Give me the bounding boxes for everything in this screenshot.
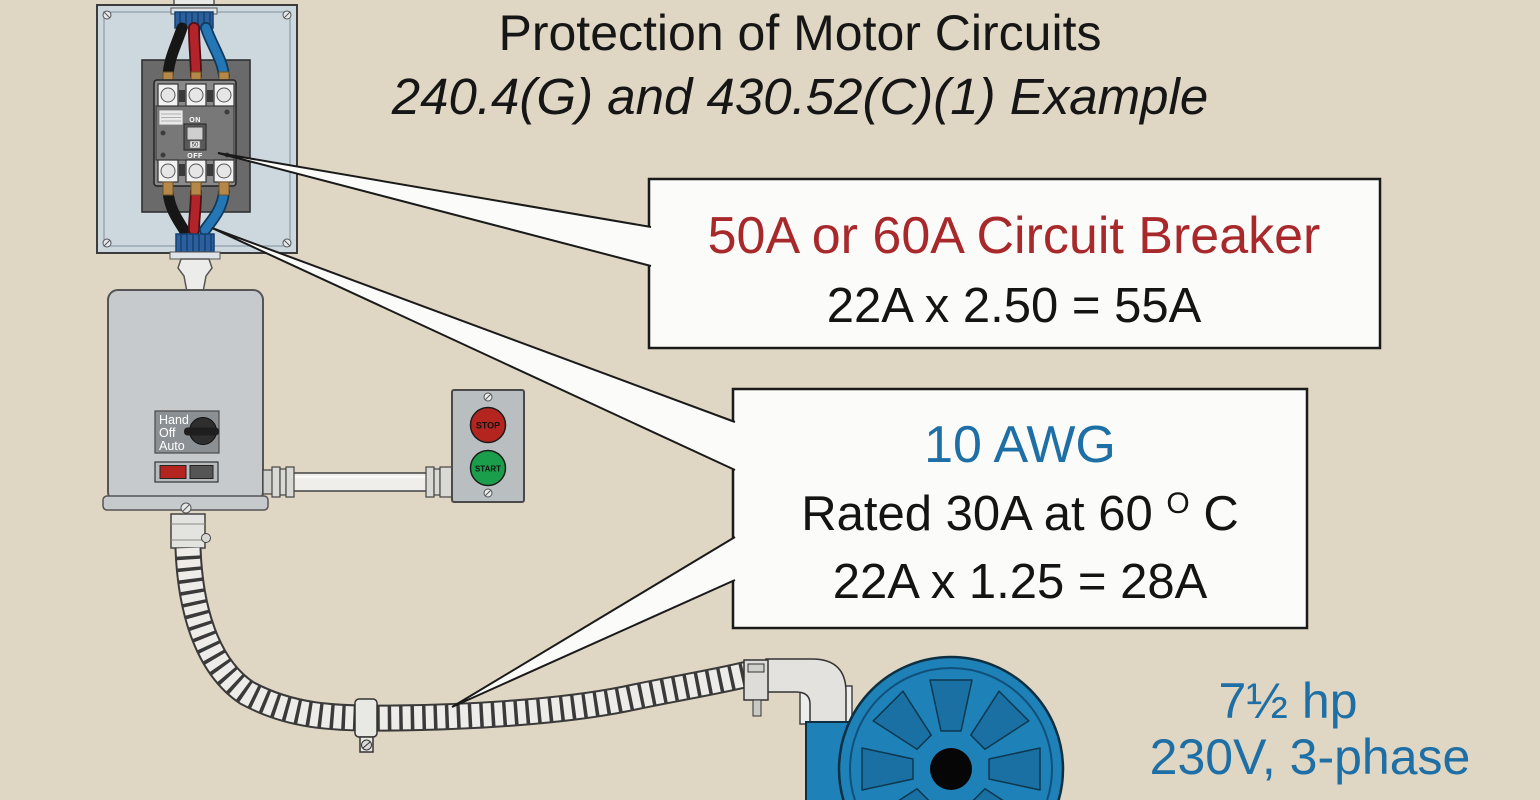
reset-block: [154, 461, 219, 483]
stop-button-label: STOP: [476, 421, 500, 431]
start-button: [469, 449, 507, 487]
motor: [805, 655, 1065, 800]
flex-conduit-ribs: [176, 547, 751, 730]
page-title: Protection of Motor Circuits: [499, 5, 1102, 61]
callout-conductor-box: [731, 387, 1309, 630]
conduit-fitting-right: [425, 466, 453, 498]
circuit-breaker: ON 50 OFF: [153, 79, 237, 187]
breaker-rating-label: 50: [192, 143, 199, 149]
motor-starter: Hand Off Auto: [102, 289, 269, 514]
rigid-conduit: [262, 466, 453, 498]
motor-spec-hp: 7½ hp: [1218, 673, 1357, 729]
callout-breaker: 50A or 60A Circuit Breaker 22A x 2.50 = …: [217, 152, 1382, 350]
stop-button: [469, 406, 507, 444]
flexible-conduit: [170, 513, 853, 753]
motor-spec-voltage: 230V, 3-phase: [1150, 729, 1471, 785]
rated-prefix: Rated 30A at 60: [801, 487, 1152, 541]
hoa-hand-label: Hand: [159, 413, 189, 427]
bottom-cable-connector: [169, 233, 221, 260]
motor-fan-vanes: [861, 679, 1041, 800]
breaker-panel: ON 50 OFF: [96, 0, 298, 260]
callout-conductor-heading: 10 AWG: [924, 416, 1116, 474]
hoa-off-label: Off: [159, 426, 176, 440]
page-subtitle: 240.4(G) and 430.52(C)(1) Example: [391, 68, 1208, 125]
callout-conductor-leader-conduit: [451, 536, 736, 708]
callout-breaker-leader: [217, 152, 652, 267]
rigid-conduit-tube: [289, 472, 431, 492]
callout-conductor-leader-wire: [211, 227, 736, 471]
wire-ferrules-bottom: [162, 181, 230, 196]
hoa-selector: Hand Off Auto: [154, 410, 220, 454]
breaker-lugs-bottom: [157, 159, 235, 183]
motor-shaft-hub: [930, 748, 972, 790]
callout-conductor: 10 AWG Rated 30A at 60 O C 22A x 1.25 = …: [211, 227, 1309, 708]
breaker-lugs-top: [157, 83, 235, 107]
motor-junction: [743, 658, 853, 725]
start-button-label: START: [475, 465, 501, 474]
rated-suffix: C: [1203, 487, 1238, 541]
breaker-off-label: OFF: [187, 153, 203, 160]
callout-breaker-heading: 50A or 60A Circuit Breaker: [708, 207, 1321, 265]
reset-button-red: [159, 465, 187, 479]
callout-breaker-formula: 22A x 2.50 = 55A: [827, 279, 1202, 333]
motor-fan-rim: [849, 667, 1053, 800]
callout-conductor-formula: 22A x 1.25 = 28A: [833, 555, 1208, 609]
callout-conductor-rating: Rated 30A at 60 O C: [801, 470, 1238, 541]
reset-button-gray: [189, 465, 214, 479]
pushbutton-station: STOP START: [451, 389, 525, 503]
wire-red: [189, 23, 201, 81]
panel-screws: [102, 10, 292, 248]
hoa-knob-lever: [184, 427, 219, 436]
breaker-rating-tag: [189, 140, 201, 149]
station-plate: [451, 389, 525, 503]
breaker-toggle-handle: [186, 126, 204, 141]
rated-superscript: O: [1166, 487, 1189, 520]
breaker-on-label: ON: [189, 117, 201, 124]
conduit-clamp: [354, 698, 378, 753]
outgoing-wires: [162, 186, 230, 236]
conduit-fitting-left: [271, 466, 295, 498]
hoa-auto-label: Auto: [159, 439, 185, 453]
flex-connector-starter: [170, 513, 211, 549]
